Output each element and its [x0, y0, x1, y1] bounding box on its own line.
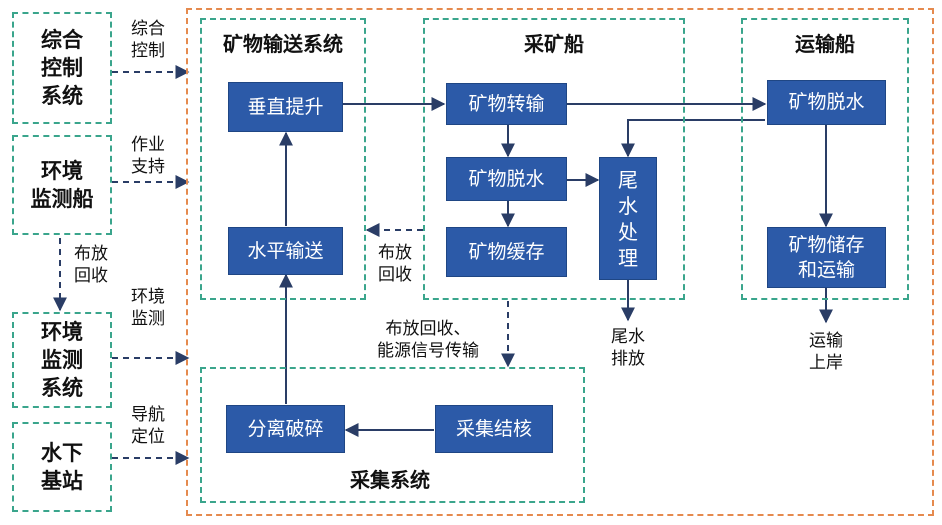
vertical-lift-box: 垂直提升: [228, 82, 343, 132]
transport-ship-title: 运输船: [795, 32, 855, 56]
control-system-label: 综合 控制 系统: [41, 28, 83, 108]
ship-dewater-box: 矿物脱水: [767, 80, 886, 125]
mineral-buffer-box: 矿物缓存: [446, 227, 567, 277]
env-ship-label: 环境 监测船: [30, 159, 94, 211]
deploy-recover-left-label: 布放 回收: [74, 244, 108, 286]
collection-system-title: 采集系统: [350, 468, 430, 492]
mining-ship-box: [423, 18, 685, 300]
underwater-station-label: 水下 基站: [41, 441, 83, 493]
separation-crushing-box: 分离破碎: [226, 405, 345, 453]
transport-system-title: 矿物输送系统: [223, 32, 343, 56]
transport-shore-label: 运输 上岸: [809, 331, 843, 373]
transport-system-box: [200, 18, 366, 300]
tail-discharge-label: 尾水 排放: [611, 327, 645, 369]
deploy-recover-mid-label: 布放 回收: [378, 243, 412, 285]
mineral-dewater-box: 矿物脱水: [446, 157, 567, 201]
control-link-label: 综合 控制: [131, 19, 165, 61]
mineral-transfer-box: 矿物转输: [446, 83, 567, 125]
collection-system-box: [200, 367, 585, 503]
env-system-box: 环境 监测 系统: [12, 312, 112, 408]
tailwater-treatment-box: 尾 水 处 理: [599, 157, 657, 280]
arrow-shipdewater-to-tail: [621, 119, 765, 158]
underwater-station-box: 水下 基站: [12, 422, 112, 512]
support-link-label: 作业 支持: [131, 135, 165, 177]
env-monitor-link-label: 环境 监测: [131, 287, 165, 329]
horizontal-transport-box: 水平输送: [228, 227, 343, 275]
deploy-power-signal-label: 布放回收、 能源信号传输: [377, 319, 479, 361]
navigation-link-label: 导航 定位: [131, 405, 165, 447]
main-system-boundary: [186, 8, 934, 516]
env-ship-box: 环境 监测船: [12, 135, 112, 235]
nodule-collection-box: 采集结核: [435, 405, 553, 453]
env-system-label: 环境 监测 系统: [41, 320, 83, 400]
transport-ship-box: [741, 18, 909, 300]
storage-transport-box: 矿物储存 和运输: [767, 227, 886, 288]
mining-ship-title: 采矿船: [524, 32, 584, 56]
control-system-box: 综合 控制 系统: [12, 12, 112, 124]
